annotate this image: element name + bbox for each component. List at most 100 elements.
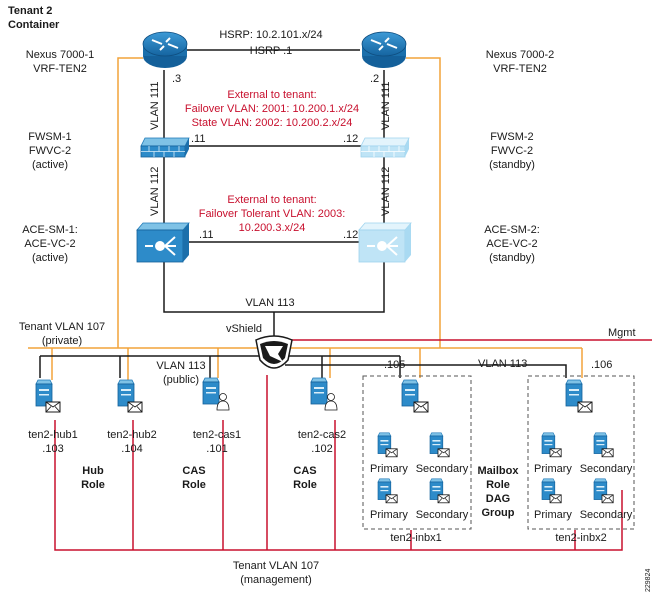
title-line-2: Container bbox=[8, 19, 60, 31]
fw-failover-vlan: Failover VLAN: 2001: 10.200.1.x/24 bbox=[185, 103, 359, 115]
vlan113-right-label: VLAN 113 bbox=[478, 358, 527, 370]
hsrp-subnet: HSRP: 10.2.101.x/24 bbox=[219, 29, 322, 41]
router-left-addr: .3 bbox=[172, 73, 181, 85]
ace-failover-subnet: 10.200.3.x/24 bbox=[239, 222, 306, 234]
ace-left-context: ACE-VC-2 bbox=[24, 238, 75, 250]
fw-state-vlan: State VLAN: 2002: 10.200.2.x/24 bbox=[192, 117, 353, 129]
router-right-name: Nexus 7000-2 bbox=[486, 49, 555, 61]
fwsm-right-name: FWSM-2 bbox=[490, 131, 533, 143]
firewall-icon bbox=[360, 137, 410, 158]
ace-external-title: External to tenant: bbox=[227, 194, 316, 206]
mailbox-db-icon bbox=[541, 478, 562, 504]
dag-group2-label: ten2-inbx2 bbox=[555, 532, 606, 544]
mailbox-db-icon bbox=[377, 478, 398, 504]
orange-links bbox=[28, 57, 583, 380]
firewall-icon bbox=[140, 137, 190, 158]
vlan111-left: VLAN 111 bbox=[149, 81, 161, 130]
server-cas2-icon bbox=[310, 377, 338, 411]
server-inbx2-icon bbox=[565, 379, 593, 413]
dag-box-1 bbox=[362, 375, 472, 530]
dag-group1-label: ten2-inbx1 bbox=[390, 532, 441, 544]
server-hub2-name: ten2-hub2 bbox=[107, 429, 157, 441]
vlan113-public-label: VLAN 113 bbox=[156, 360, 205, 372]
ace-left-state: (active) bbox=[32, 252, 68, 264]
mailbox-role-line3: DAG bbox=[486, 493, 510, 505]
router-left-name: Nexus 7000-1 bbox=[26, 49, 95, 61]
ace-left-addr: .11 bbox=[199, 229, 213, 241]
tenant-vlan107-sub: (private) bbox=[42, 335, 82, 347]
fwsm-right-state: (standby) bbox=[489, 159, 535, 171]
dag1-primary-bottom: Primary bbox=[370, 509, 408, 521]
vlan112-right: VLAN 112 bbox=[380, 167, 392, 216]
ace-module-icon bbox=[136, 222, 190, 263]
fwsm-left-state: (active) bbox=[32, 159, 68, 171]
hub-role-line1: Hub bbox=[82, 465, 104, 477]
mailbox-db-icon bbox=[593, 478, 614, 504]
server-cas1-icon bbox=[202, 377, 230, 411]
figure-id: 229824 bbox=[645, 569, 652, 592]
dag-box-2 bbox=[527, 375, 635, 530]
mgmt-label: Mgmt bbox=[608, 327, 636, 339]
fwsm-left-name: FWSM-1 bbox=[28, 131, 71, 143]
cas2-role-line2: Role bbox=[293, 479, 317, 491]
vshield-label: vShield bbox=[226, 323, 262, 335]
vlan113-label: VLAN 113 bbox=[245, 297, 294, 309]
vshield-icon bbox=[255, 335, 293, 369]
dag2-secondary-top: Secondary bbox=[580, 463, 633, 475]
vlan113-public-sub: (public) bbox=[163, 374, 199, 386]
router-icon bbox=[361, 31, 407, 68]
server-cas2-addr: .102 bbox=[311, 443, 332, 455]
fwsm-right-context: FWVC-2 bbox=[491, 145, 533, 157]
dag1-primary-top: Primary bbox=[370, 463, 408, 475]
server-hub1-addr: .103 bbox=[42, 443, 63, 455]
router-left-vrf: VRF-TEN2 bbox=[33, 63, 87, 75]
mailbox-role-line4: Group bbox=[482, 507, 515, 519]
server-hub2-addr: .104 bbox=[121, 443, 142, 455]
dag1-secondary-top: Secondary bbox=[416, 463, 469, 475]
inbx1-addr: .105 bbox=[384, 359, 405, 371]
dag2-primary-bottom: Primary bbox=[534, 509, 572, 521]
vlan112-left: VLAN 112 bbox=[149, 167, 161, 216]
ace-right-state: (standby) bbox=[489, 252, 535, 264]
tenant-vlan107-label: Tenant VLAN 107 bbox=[19, 321, 105, 333]
mailbox-role-line1: Mailbox bbox=[478, 465, 520, 477]
router-icon bbox=[142, 31, 188, 68]
router-right-vrf: VRF-TEN2 bbox=[493, 63, 547, 75]
fwsm-left-addr: .11 bbox=[191, 133, 205, 145]
dag2-secondary-bottom: Secondary bbox=[580, 509, 633, 521]
fwsm-left-context: FWVC-2 bbox=[29, 145, 71, 157]
dag2-primary-top: Primary bbox=[534, 463, 572, 475]
hub-role-line2: Role bbox=[81, 479, 105, 491]
hsrp-address: HSRP .1 bbox=[250, 45, 293, 57]
dag1-secondary-bottom: Secondary bbox=[416, 509, 469, 521]
cas1-role-line1: CAS bbox=[182, 465, 205, 477]
fwsm-right-addr: .12 bbox=[343, 133, 358, 145]
server-cas1-addr: .101 bbox=[206, 443, 227, 455]
black-links bbox=[39, 49, 567, 378]
mailbox-role-line2: Role bbox=[486, 479, 510, 491]
ace-right-name: ACE-SM-2: bbox=[484, 224, 540, 236]
server-cas1-name: ten2-cas1 bbox=[193, 429, 241, 441]
server-cas2-name: ten2-cas2 bbox=[298, 429, 346, 441]
mailbox-db-icon bbox=[429, 478, 450, 504]
inbx2-addr: .106 bbox=[591, 359, 612, 371]
server-hub1-name: ten2-hub1 bbox=[28, 429, 78, 441]
ace-module-icon bbox=[358, 222, 412, 263]
ace-right-context: ACE-VC-2 bbox=[486, 238, 537, 250]
server-hub1-icon bbox=[35, 379, 61, 413]
ace-failover-vlan: Failover Tolerant VLAN: 2003: bbox=[199, 208, 346, 220]
router-right-addr: .2 bbox=[370, 73, 379, 85]
vlan111-right: VLAN 111 bbox=[380, 81, 392, 130]
title-line-1: Tenant 2 bbox=[8, 5, 52, 17]
mailbox-db-icon bbox=[429, 432, 450, 458]
bottom-vlan-sub: (management) bbox=[240, 574, 312, 586]
server-hub2-icon bbox=[117, 379, 143, 413]
ace-right-addr: .12 bbox=[343, 229, 358, 241]
server-inbx1-icon bbox=[401, 379, 429, 413]
cas2-role-line1: CAS bbox=[293, 465, 316, 477]
mailbox-db-icon bbox=[377, 432, 398, 458]
cas1-role-line2: Role bbox=[182, 479, 206, 491]
fw-external-title: External to tenant: bbox=[227, 89, 316, 101]
